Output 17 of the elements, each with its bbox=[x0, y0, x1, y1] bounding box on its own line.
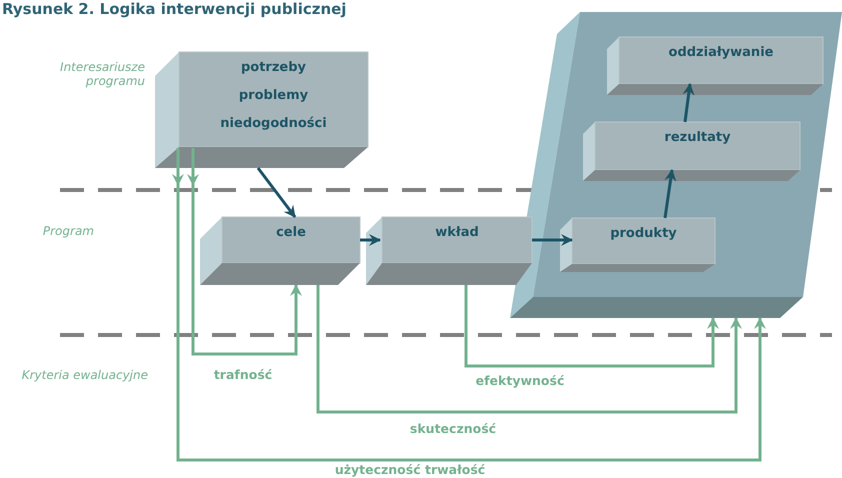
row-label: Program bbox=[42, 224, 94, 238]
box-label: cele bbox=[276, 225, 306, 240]
box-label: problemy bbox=[238, 88, 308, 103]
edge-label: skuteczność bbox=[410, 421, 496, 436]
box-label: produkty bbox=[610, 226, 677, 241]
box-label: niedogodności bbox=[220, 116, 327, 131]
row-label: Interesariusze programu bbox=[59, 60, 145, 88]
raised-panel bbox=[510, 12, 842, 318]
row-label: Kryteria ewaluacyjne bbox=[20, 368, 148, 382]
edge-label: efektywność bbox=[476, 373, 564, 388]
box-label: wkład bbox=[435, 225, 479, 240]
box-label: potrzeby bbox=[240, 60, 306, 76]
edge-label: trafność bbox=[214, 367, 272, 382]
edge-label: użyteczność trwałość bbox=[334, 462, 486, 477]
title: Rysunek 2. Logika interwencji publicznej bbox=[2, 0, 346, 18]
box-label: rezultaty bbox=[664, 130, 731, 145]
box-label: oddziaływanie bbox=[668, 45, 774, 60]
